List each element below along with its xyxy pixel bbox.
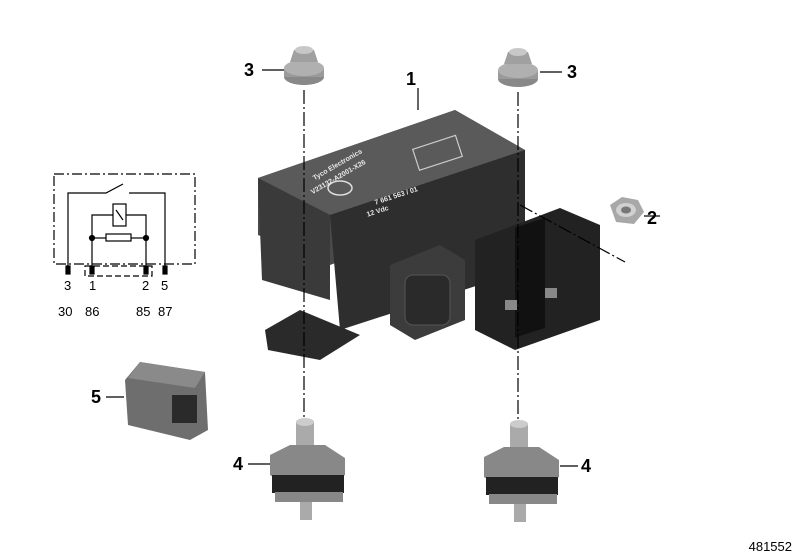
leader-lines — [106, 69, 660, 467]
connector-housing — [125, 362, 208, 440]
callout-lock-nut: 2 — [647, 208, 658, 228]
callout-relay: 1 — [406, 69, 417, 89]
callout-rubber-mount-left: 4 — [233, 454, 244, 474]
terminal-number: 85 — [136, 304, 151, 319]
rubber-mount-left — [270, 418, 345, 520]
relay — [258, 110, 600, 360]
flange-nut-left — [284, 46, 324, 85]
relay-schematic — [53, 173, 196, 277]
flange-nut-right — [498, 48, 538, 87]
callout-rubber-mount-right: 4 — [581, 456, 592, 476]
pin-number: 5 — [161, 278, 169, 293]
callout-flange-nut-left: 3 — [244, 60, 255, 80]
diagram-id: 481552 — [748, 539, 792, 554]
pin-number: 1 — [89, 278, 97, 293]
terminal-number: 87 — [158, 304, 173, 319]
callout-flange-nut-right: 3 — [567, 62, 578, 82]
callout-connector-housing: 5 — [91, 387, 102, 407]
terminal-number: 30 — [58, 304, 73, 319]
terminal-number: 86 — [85, 304, 100, 319]
pin-number: 3 — [64, 278, 72, 293]
rubber-mount-right — [484, 420, 559, 522]
pin-number: 2 — [142, 278, 150, 293]
lock-nut — [610, 197, 644, 224]
